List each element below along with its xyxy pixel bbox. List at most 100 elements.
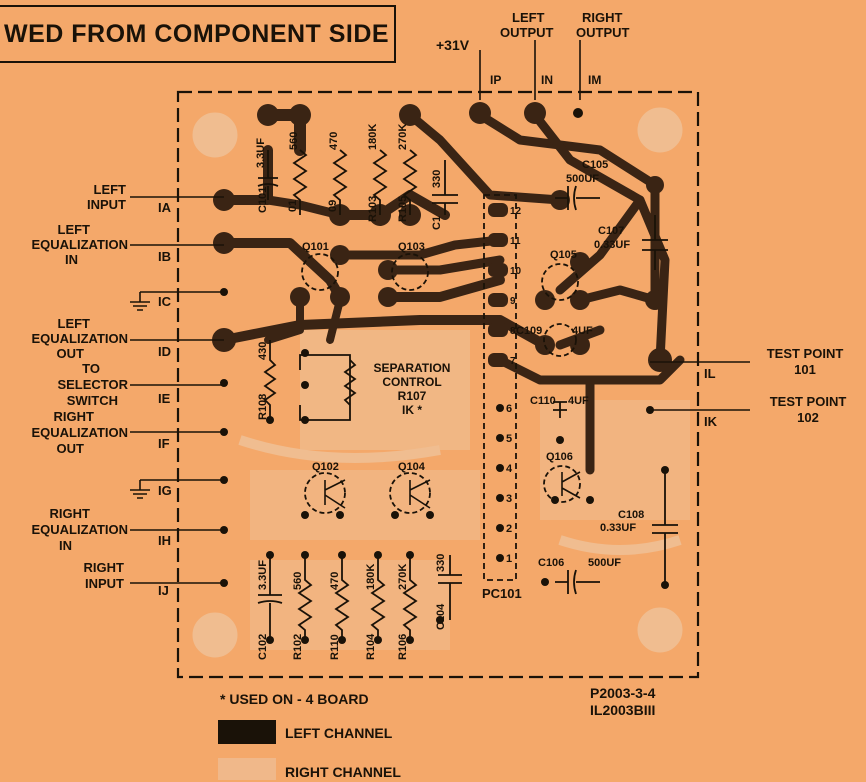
pin-in-label: IN <box>541 73 553 87</box>
left-eq-out-label-3: OUT <box>57 346 85 361</box>
r108-val: 430 <box>257 342 269 360</box>
r104-label: R104 <box>365 633 377 660</box>
r108-label: R108 <box>257 394 269 420</box>
left-eq-out-label-1: LEFT <box>58 316 91 331</box>
r270k-label: 270K <box>397 124 409 150</box>
left-terminal-lines <box>130 40 750 584</box>
pc101-label: PC101 <box>482 586 522 601</box>
bottom-resistors <box>257 185 678 640</box>
legend-right-label: RIGHT CHANNEL <box>285 764 401 780</box>
r-bot-180k-label: 180K <box>365 564 377 590</box>
part-number-2: IL2003BIII <box>590 702 655 718</box>
left-eq-in-label-3: IN <box>65 252 78 267</box>
supply-label: +31V <box>436 37 470 53</box>
pc-pin-6: 6 <box>506 403 512 415</box>
c107-val: 0.33UF <box>594 239 630 251</box>
c106-label: C106 <box>538 557 564 569</box>
diagram-title-box: WED FROM COMPONENT SIDE <box>0 5 396 63</box>
pin-ij: IJ <box>158 583 169 598</box>
right-output-label-1: RIGHT <box>582 10 623 25</box>
c102-label: C102 <box>257 634 269 660</box>
top-resistors <box>257 149 458 215</box>
pc-pin-2: 2 <box>506 523 512 535</box>
pc-pin-9: 9 <box>510 296 516 307</box>
pin-il: IL <box>704 366 716 381</box>
r110-label: R110 <box>329 634 341 660</box>
c102-val: 3.3UF <box>257 560 269 590</box>
pc-pin-4: 4 <box>506 463 513 475</box>
r470-label: 470 <box>328 132 340 150</box>
left-eq-in-label-2: EQUALIZATION <box>31 237 128 252</box>
footer-note: * USED ON - 4 BOARD <box>220 691 369 707</box>
separation-label-2: CONTROL <box>382 375 441 389</box>
pin-id: ID <box>158 344 171 359</box>
left-input-label-2: INPUT <box>87 197 126 212</box>
right-input-label-2: INPUT <box>85 576 124 591</box>
test-point-102-label-2: 102 <box>797 410 819 425</box>
r180k-label: 180K <box>367 124 379 150</box>
c108-val: 0.33UF <box>600 522 636 534</box>
c107-label: C107 <box>598 225 624 237</box>
pc-pin-3: 3 <box>506 493 512 505</box>
right-eq-out-label-3: OUT <box>57 441 85 456</box>
right-output-label-2: OUTPUT <box>576 25 630 40</box>
part-number-1: P2003-3-4 <box>590 685 656 701</box>
selector-label-2: SELECTOR <box>57 377 128 392</box>
left-input-label-1: LEFT <box>94 182 127 197</box>
c330-label: 330 <box>431 170 443 188</box>
r102-label: R102 <box>292 634 304 660</box>
separation-label-4: IK * <box>402 403 422 417</box>
pin-ib: IB <box>158 249 171 264</box>
c104-label: C104 <box>435 603 447 630</box>
left-output-label-1: LEFT <box>512 10 545 25</box>
r109-label: 09 <box>327 200 339 212</box>
c109-label: C109 <box>516 325 542 337</box>
separation-label-3: R107 <box>398 389 427 403</box>
c108-label: C108 <box>618 509 644 521</box>
board-outline <box>176 90 700 679</box>
pin-ia: IA <box>158 200 172 215</box>
right-eq-in-label-1: RIGHT <box>50 506 91 521</box>
r106-label: R106 <box>397 634 409 660</box>
r-bot-470-label: 470 <box>329 572 341 590</box>
pin-ig: IG <box>158 483 172 498</box>
test-point-102-label-1: TEST POINT <box>770 394 847 409</box>
right-eq-out-label-2: EQUALIZATION <box>31 425 128 440</box>
legend-right-swatch <box>218 758 276 780</box>
pin-ih: IH <box>158 533 171 548</box>
left-output-label-2: OUTPUT <box>500 25 554 40</box>
c101-label: C101 <box>257 187 269 213</box>
left-channel-pads <box>212 102 672 372</box>
c110-val: 4UF <box>568 395 589 407</box>
pc-pin-10: 10 <box>510 266 522 277</box>
q104-label: Q104 <box>398 461 426 473</box>
r-bot-560-label: 560 <box>292 572 304 590</box>
q102-label: Q102 <box>312 461 339 473</box>
pc-pin-11: 11 <box>510 236 521 247</box>
r101-label: 01 <box>287 200 299 212</box>
q105-label: Q105 <box>550 249 577 261</box>
separation-label-1: SEPARATION <box>374 361 451 375</box>
pc-pin-12: 12 <box>510 206 522 217</box>
transistors <box>301 253 581 514</box>
transistor-leads <box>324 471 581 509</box>
pin-ic: IC <box>158 294 172 309</box>
pc-pin-7: 7 <box>510 356 516 367</box>
legend-left-swatch <box>218 720 276 744</box>
q106-label: Q106 <box>546 451 573 463</box>
right-eq-in-label-3: IN <box>59 538 72 553</box>
q101-label: Q101 <box>302 241 329 253</box>
c105-val: 500UF <box>566 173 599 185</box>
r103-label: R103 <box>367 196 379 222</box>
pc-pin-8: 8 <box>510 326 516 337</box>
pin-if: IF <box>158 436 170 451</box>
pin-ie: IE <box>158 391 171 406</box>
r560-label: 560 <box>288 132 300 150</box>
left-eq-in-label-1: LEFT <box>58 222 91 237</box>
pc-pin-1: 1 <box>506 553 512 565</box>
pin-ik: IK <box>704 414 718 429</box>
c103-label: C1 <box>431 216 443 230</box>
pc-pin-5: 5 <box>506 433 512 445</box>
c-bot-330-label: 330 <box>435 554 447 572</box>
